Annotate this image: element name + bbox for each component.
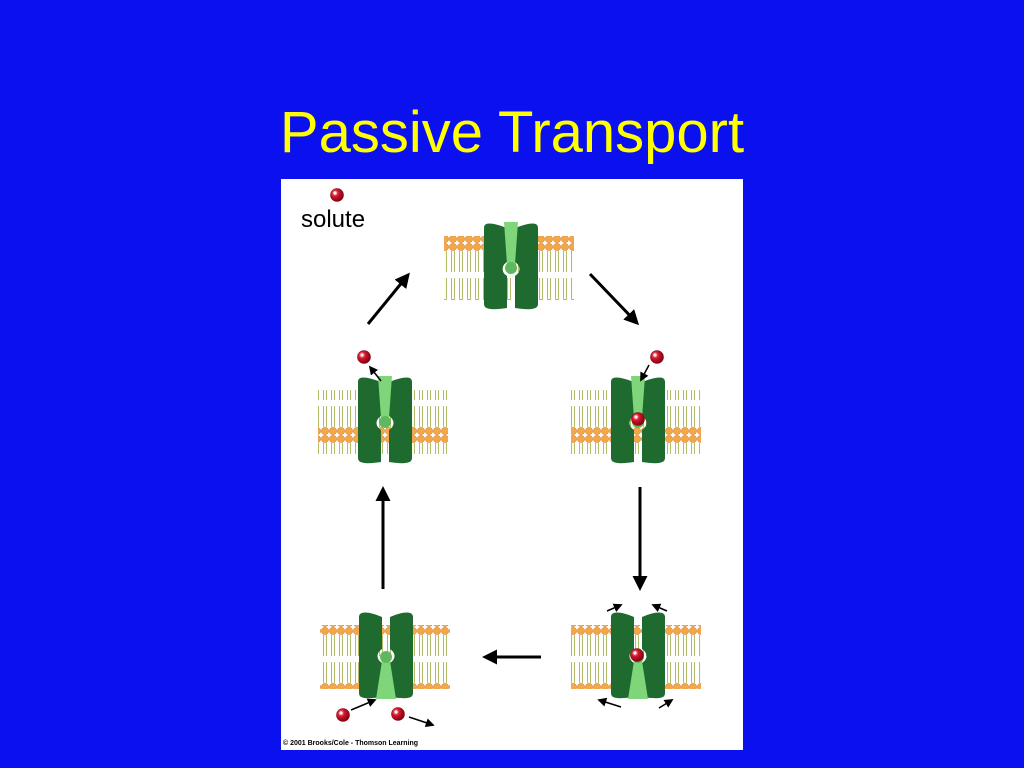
stage-2-solute-entering bbox=[571, 350, 701, 464]
cycle-arrow-icon bbox=[588, 272, 640, 326]
solute-molecule-icon bbox=[630, 648, 644, 662]
stage-4-solute-released bbox=[320, 612, 450, 727]
solute-molecule-icon bbox=[631, 412, 645, 426]
legend-solute-icon bbox=[330, 188, 344, 202]
stage-3-conformational-change bbox=[571, 603, 701, 709]
solute-label: solute bbox=[301, 206, 366, 233]
copyright-notice: © 2001 Brooks/Cole - Thomson Learning bbox=[283, 740, 419, 747]
transport-cycle-figure: solute © 2001 Brooks/Cole - Thomson Lear… bbox=[281, 179, 743, 750]
arrow-icon bbox=[651, 603, 668, 612]
arrow-icon bbox=[350, 698, 377, 711]
solute-molecule-icon bbox=[357, 350, 371, 364]
solute-molecule-icon bbox=[336, 708, 350, 722]
stage-1-carrier-open-outside bbox=[444, 222, 574, 310]
arrow-icon bbox=[640, 364, 650, 382]
stage-5-carrier-reset bbox=[318, 350, 448, 464]
arrow-icon bbox=[597, 697, 622, 708]
slide-title: Passive Transport bbox=[279, 100, 745, 165]
arrow-icon bbox=[408, 716, 435, 727]
transport-cycle-diagram bbox=[318, 188, 701, 727]
arrow-icon bbox=[606, 603, 623, 612]
arrow-icon bbox=[658, 699, 674, 709]
solute-molecule-icon bbox=[391, 707, 405, 721]
arrow-icon bbox=[368, 365, 382, 382]
solute-molecule-icon bbox=[650, 350, 664, 364]
cycle-arrow-icon bbox=[366, 272, 410, 325]
